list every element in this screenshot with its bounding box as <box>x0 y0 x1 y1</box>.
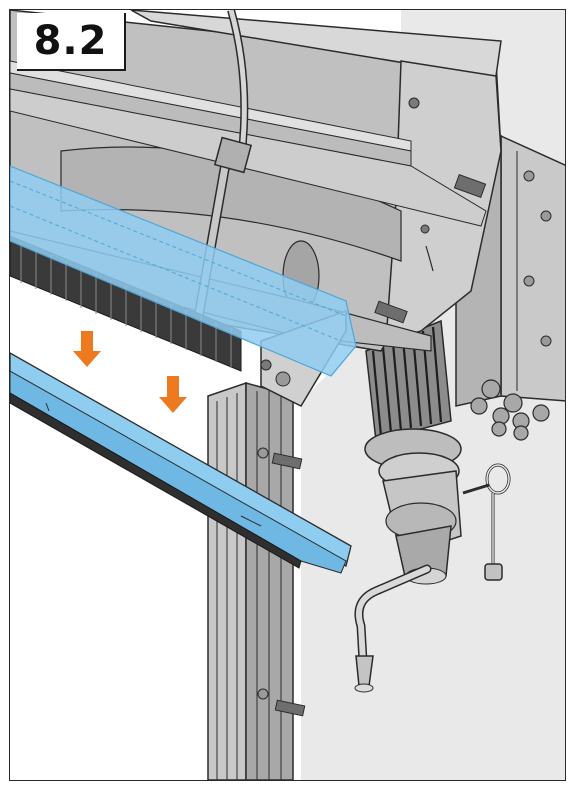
step-number: 8.2 <box>33 18 108 64</box>
assembly-illustration <box>10 10 565 780</box>
hand-crank <box>354 564 432 693</box>
cable-glands <box>470 379 550 441</box>
downward-arrow-icon <box>73 331 101 367</box>
pull-ring <box>462 463 511 581</box>
illustration-frame <box>9 9 566 781</box>
highlighted-housing-profile <box>10 165 357 377</box>
drive-motor <box>364 319 462 585</box>
downward-arrow-icon <box>159 376 187 413</box>
highlighted-bottom-profile <box>10 352 352 574</box>
step-number-badge: 8.2 <box>17 13 126 71</box>
brush-seal <box>10 235 242 372</box>
side-guide-rail <box>207 381 306 780</box>
